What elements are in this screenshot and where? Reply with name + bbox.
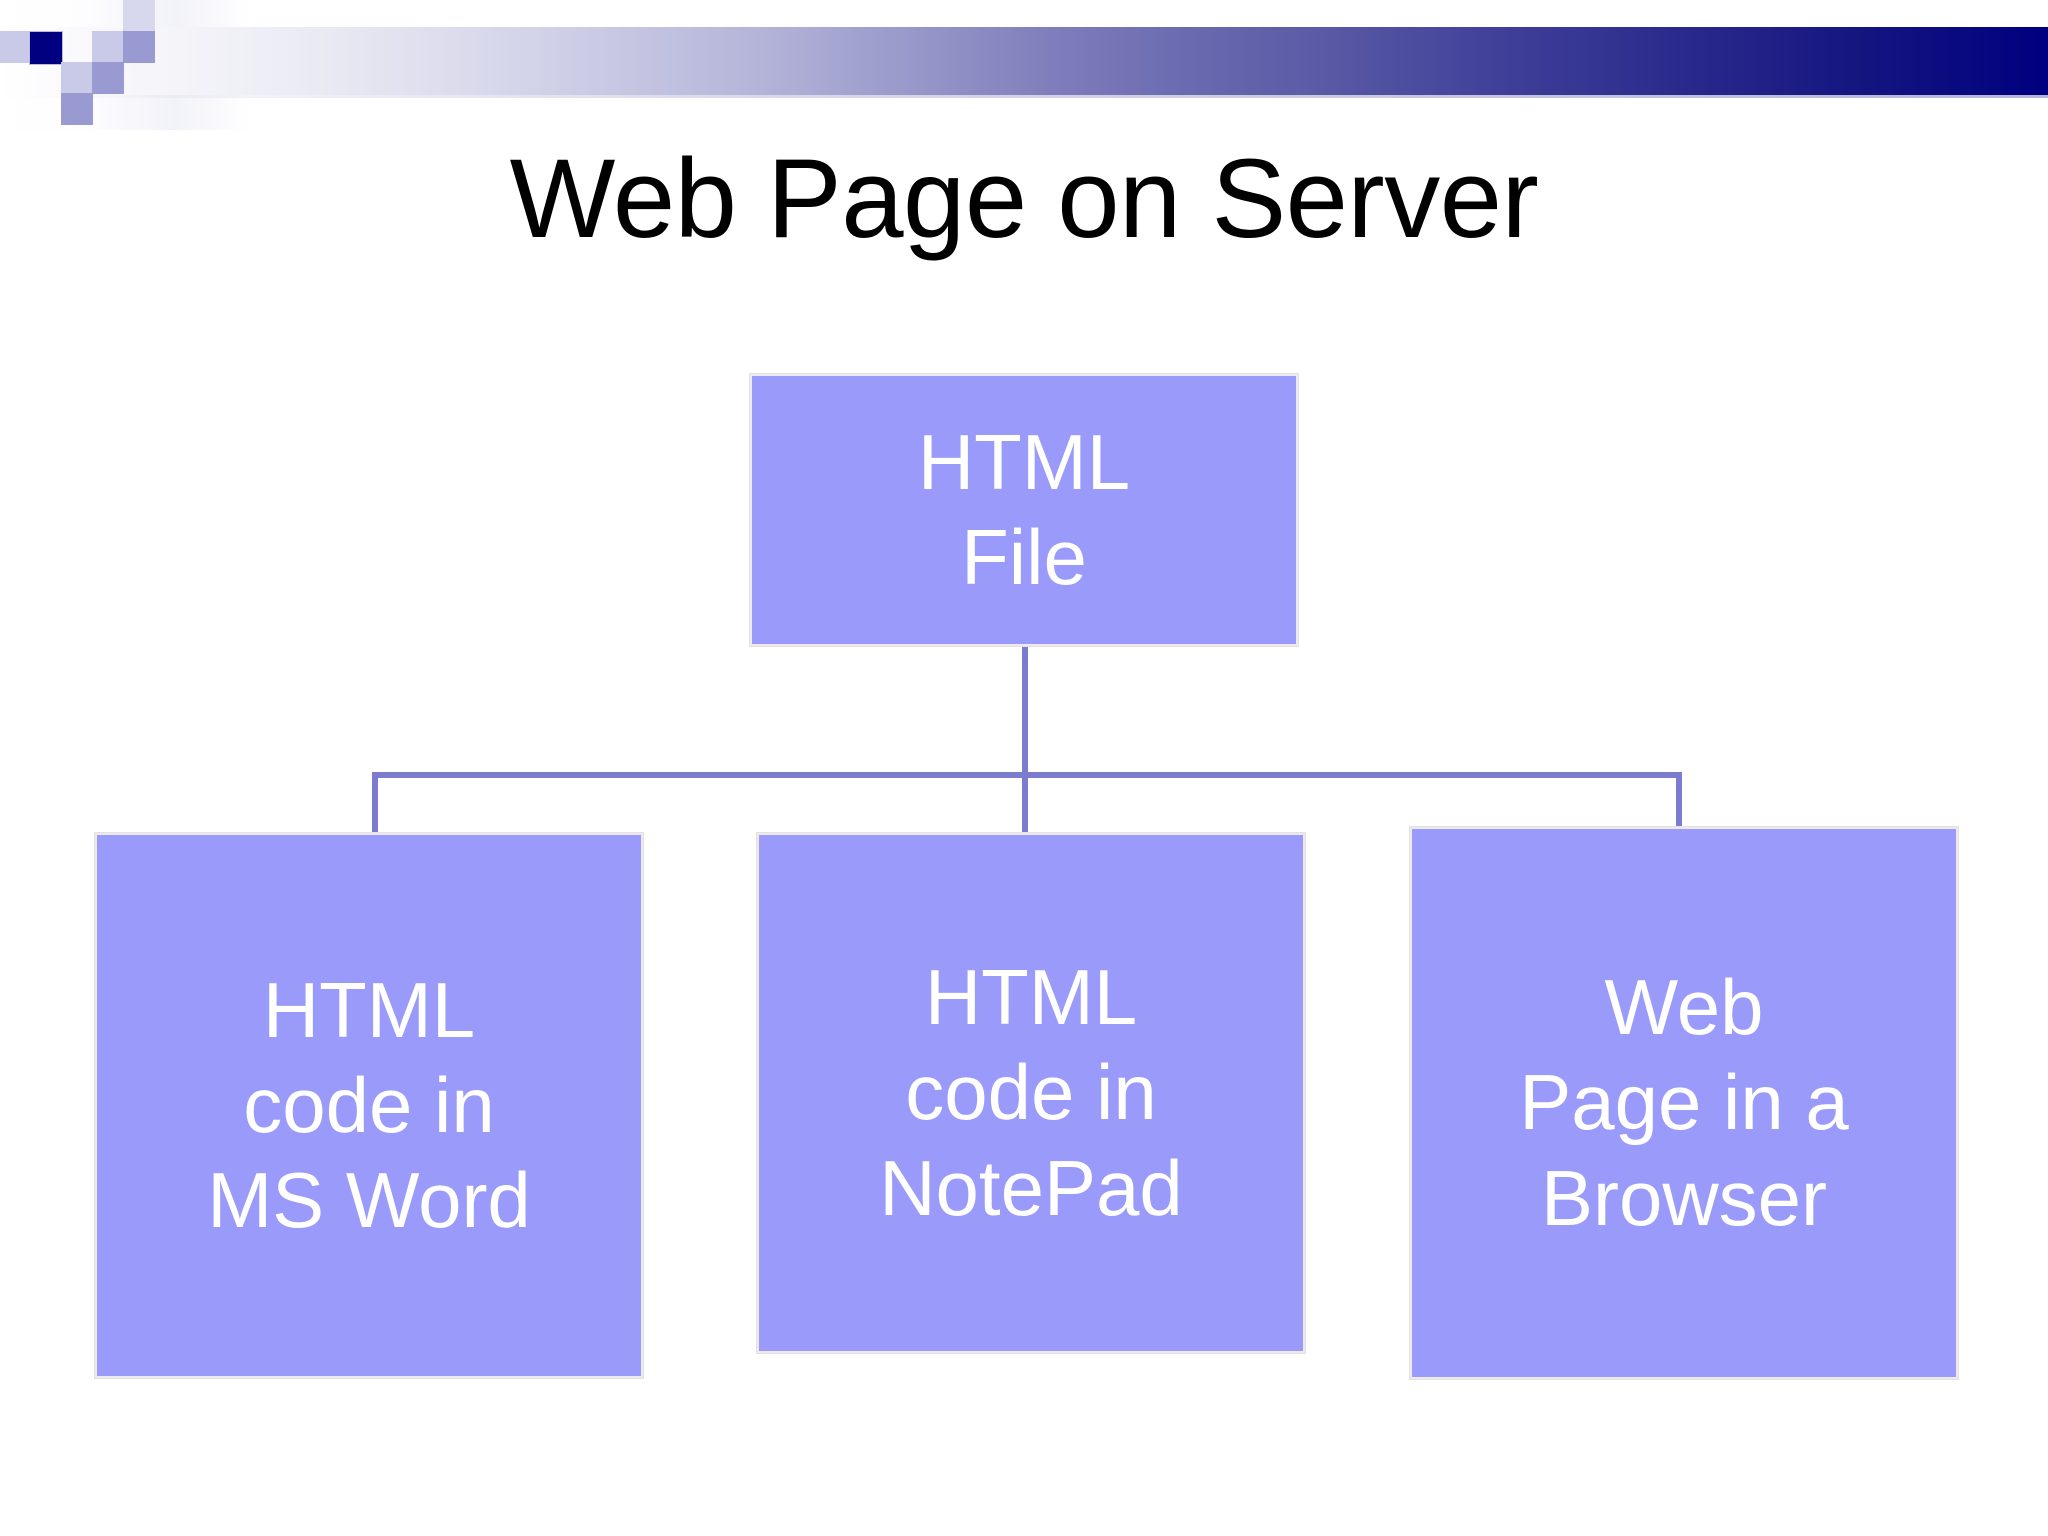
connector-branch-left (372, 772, 378, 838)
mosaic-square-light-1 (0, 31, 32, 63)
mosaic-square-light-2 (92, 31, 124, 63)
diagram-node-html-file[interactable]: HTML File (749, 373, 1299, 647)
connector-root-stem (1022, 646, 1028, 778)
diagram-node-html-code-ms-word[interactable]: HTML code in MS Word (94, 832, 644, 1379)
slide-header-decoration (0, 0, 2048, 130)
mosaic-square-pale-1 (123, 0, 155, 32)
connector-branch-center (1022, 772, 1028, 838)
diagram-node-label: HTML code in NotePad (879, 953, 1183, 1232)
connector-branch-right (1676, 772, 1682, 838)
diagram-node-web-page-browser[interactable]: Web Page in a Browser (1409, 826, 1959, 1380)
header-pixel-mosaic (0, 0, 260, 130)
mosaic-square-mid-3 (61, 93, 93, 125)
mosaic-square-light-3 (61, 62, 93, 94)
page-title: Web Page on Server (509, 136, 1539, 261)
mosaic-square-mid-2 (92, 62, 124, 94)
mosaic-square-mid-1 (123, 31, 155, 63)
diagram-node-label: HTML code in MS Word (207, 965, 531, 1245)
diagram-node-label: HTML File (917, 417, 1131, 601)
diagram-node-label: Web Page in a Browser (1519, 963, 1849, 1242)
mosaic-square-navy (29, 31, 63, 65)
diagram-node-html-code-notepad[interactable]: HTML code in NotePad (756, 832, 1306, 1354)
header-gradient-bar (0, 27, 2048, 98)
